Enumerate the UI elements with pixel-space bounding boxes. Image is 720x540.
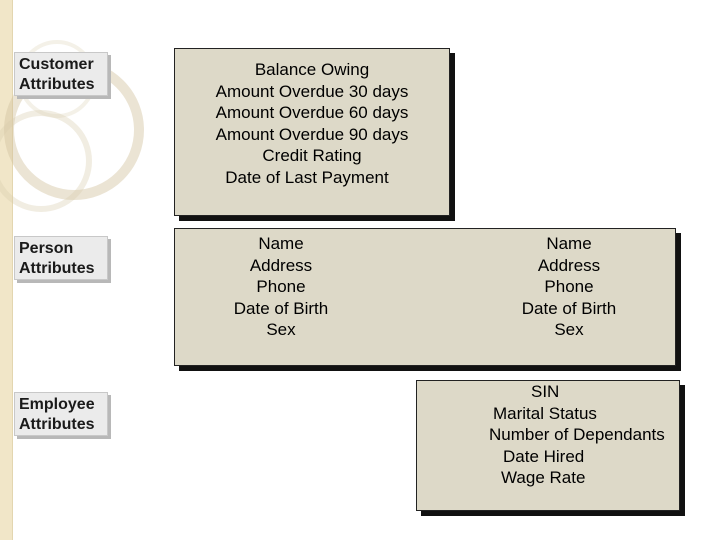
label-line: Person bbox=[19, 240, 74, 257]
customer-attribute: Balance Owing bbox=[254, 60, 370, 79]
person-attribute: Phone bbox=[256, 277, 306, 297]
label-line: Attributes bbox=[19, 76, 95, 93]
customer-attribute: Date of Last Payment bbox=[225, 167, 389, 187]
customer-attribute: Credit Rating bbox=[262, 146, 362, 166]
employee-attribute: Wage Rate bbox=[501, 468, 586, 488]
person-attribute: Date of Birth bbox=[521, 298, 617, 318]
person-attribute: Address bbox=[249, 255, 313, 275]
label-line: Attributes bbox=[19, 260, 95, 277]
customer-attributes-label: Customer Attributes bbox=[14, 52, 108, 96]
person-attributes-right-column: Name Address Phone Date of Birth Sex bbox=[489, 233, 649, 341]
person-attribute: Sex bbox=[266, 320, 296, 340]
person-attribute: Phone bbox=[544, 277, 594, 297]
person-attribute: Address bbox=[537, 255, 601, 275]
label-line: Employee bbox=[19, 396, 95, 413]
customer-attributes-box: Balance Owing Amount Overdue 30 days Amo… bbox=[174, 48, 450, 216]
person-attributes-box: Name Address Phone Date of Birth Sex Nam… bbox=[174, 228, 676, 366]
employee-attribute: SIN bbox=[531, 382, 560, 401]
person-attributes-label: Person Attributes bbox=[14, 236, 108, 280]
person-attribute: Date of Birth bbox=[233, 298, 329, 318]
person-attribute: Name bbox=[258, 234, 304, 253]
customer-attribute: Amount Overdue 90 days bbox=[215, 124, 409, 144]
employee-attribute: Marital Status bbox=[493, 403, 597, 423]
label-line: Customer bbox=[19, 56, 94, 73]
employee-attribute: Date Hired bbox=[503, 446, 585, 466]
person-attributes-left-column: Name Address Phone Date of Birth Sex bbox=[201, 233, 361, 341]
label-line: Attributes bbox=[19, 416, 95, 433]
decorative-left-strip bbox=[0, 0, 13, 540]
employee-attributes-box: SIN Marital Status Number of Dependants … bbox=[416, 380, 680, 511]
customer-attribute: Amount Overdue 30 days bbox=[215, 81, 409, 101]
person-attribute: Sex bbox=[554, 320, 584, 340]
customer-attribute: Amount Overdue 60 days bbox=[215, 103, 409, 123]
employee-attribute: Number of Dependants bbox=[489, 425, 665, 445]
employee-attributes-label: Employee Attributes bbox=[14, 392, 108, 436]
person-attribute: Name bbox=[546, 234, 592, 253]
